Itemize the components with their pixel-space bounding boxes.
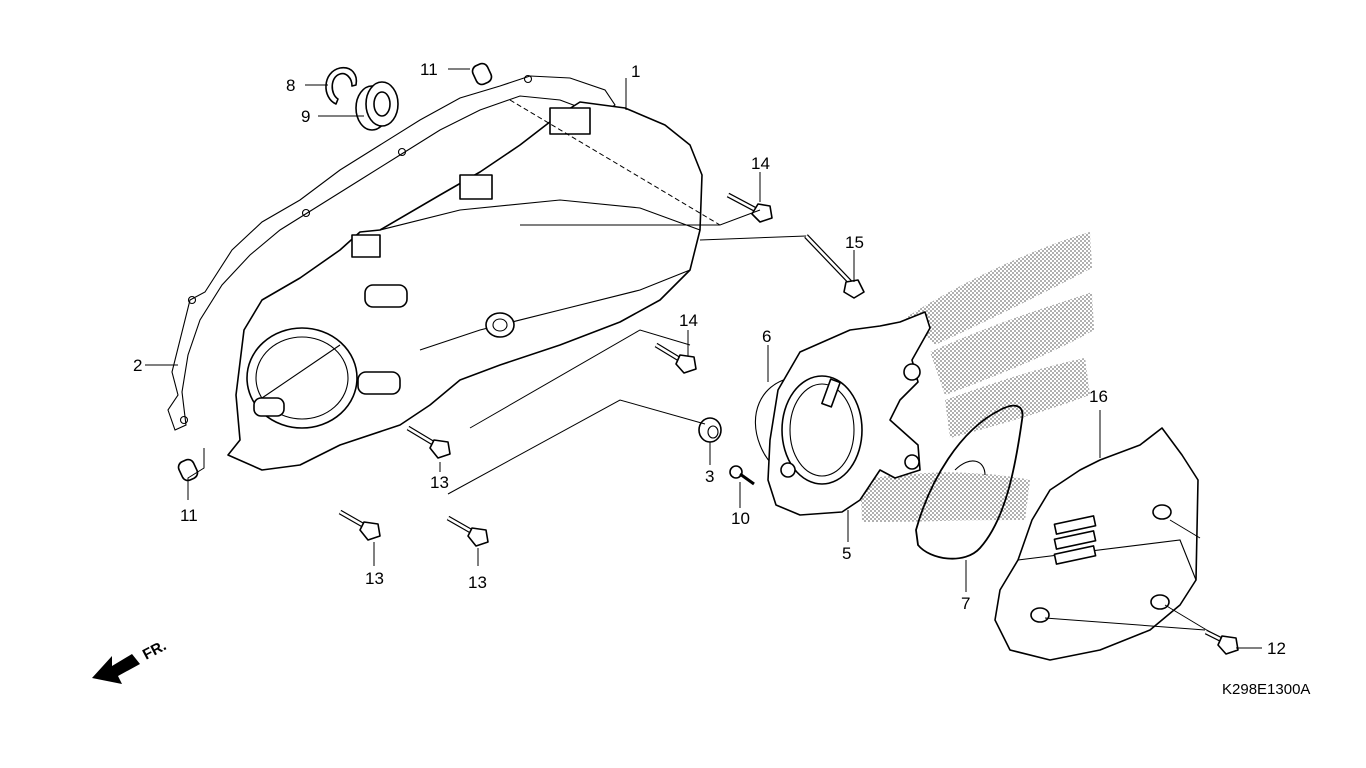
callout-13-left: 13 xyxy=(365,569,384,588)
circlip-part-8 xyxy=(325,66,358,105)
outer-cover-part-16 xyxy=(994,427,1199,661)
callout-7: 7 xyxy=(961,594,970,613)
bolt-part-13-left xyxy=(338,509,381,541)
callout-1: 1 xyxy=(631,62,640,81)
bolt-part-13-right xyxy=(446,515,489,547)
drawing-code: K298E1300A xyxy=(1222,681,1310,698)
air-guide-part-5 xyxy=(767,311,931,516)
seal-ring-part-7 xyxy=(915,404,1024,560)
airflow-shading xyxy=(860,232,1094,522)
callout-10: 10 xyxy=(731,509,750,528)
cover-intake-opening xyxy=(246,327,358,429)
bolt-part-12 xyxy=(1204,629,1239,655)
callout-12: 12 xyxy=(1267,639,1286,658)
bolt-part-14-upper xyxy=(726,192,773,223)
callout-13-mid: 13 xyxy=(430,473,449,492)
screw-part-10 xyxy=(729,465,755,486)
callout-6: 6 xyxy=(762,327,771,346)
bolt-part-13-mid xyxy=(406,425,451,459)
leader-lines xyxy=(145,68,1262,649)
callout-8: 8 xyxy=(286,76,295,95)
cover-top-bosses xyxy=(351,107,591,258)
front-direction-arrow: FR. xyxy=(92,637,169,684)
bearing-part-9 xyxy=(355,81,399,131)
gasket-bolt-holes xyxy=(179,74,533,425)
callout-11-bottom: 11 xyxy=(180,506,198,525)
cover-intake-opening-inner xyxy=(255,336,349,420)
gasket-part-2 xyxy=(167,75,616,431)
callout-14-lower: 14 xyxy=(679,311,698,330)
callout-15: 15 xyxy=(845,233,864,252)
callout-3: 3 xyxy=(705,467,714,486)
cover-ridge xyxy=(379,199,701,231)
callout-5: 5 xyxy=(842,544,851,563)
left-crankcase-cover-part-1 xyxy=(227,101,703,471)
callout-14-upper: 14 xyxy=(751,154,770,173)
collar-part-3 xyxy=(698,417,722,443)
air-guide-opening xyxy=(781,375,863,485)
callout-9: 9 xyxy=(301,107,310,126)
cover-lower-ridge xyxy=(419,269,691,351)
cover-dowels xyxy=(253,284,408,417)
callout-2: 2 xyxy=(133,356,142,375)
callout-11-top: 11 xyxy=(420,60,438,79)
bolt-part-15 xyxy=(804,234,865,299)
dowel-pin-part-11-top xyxy=(471,62,493,86)
callout-16: 16 xyxy=(1089,387,1108,406)
cover-boss-hole xyxy=(485,312,515,338)
front-label: FR. xyxy=(140,637,169,663)
outer-cover-vent xyxy=(1053,515,1097,565)
callouts: 1 2 3 5 6 7 8 9 10 11 11 12 13 13 13 14 … xyxy=(133,60,1286,658)
bolt-part-14-lower xyxy=(654,342,697,374)
callout-13-right: 13 xyxy=(468,573,487,592)
